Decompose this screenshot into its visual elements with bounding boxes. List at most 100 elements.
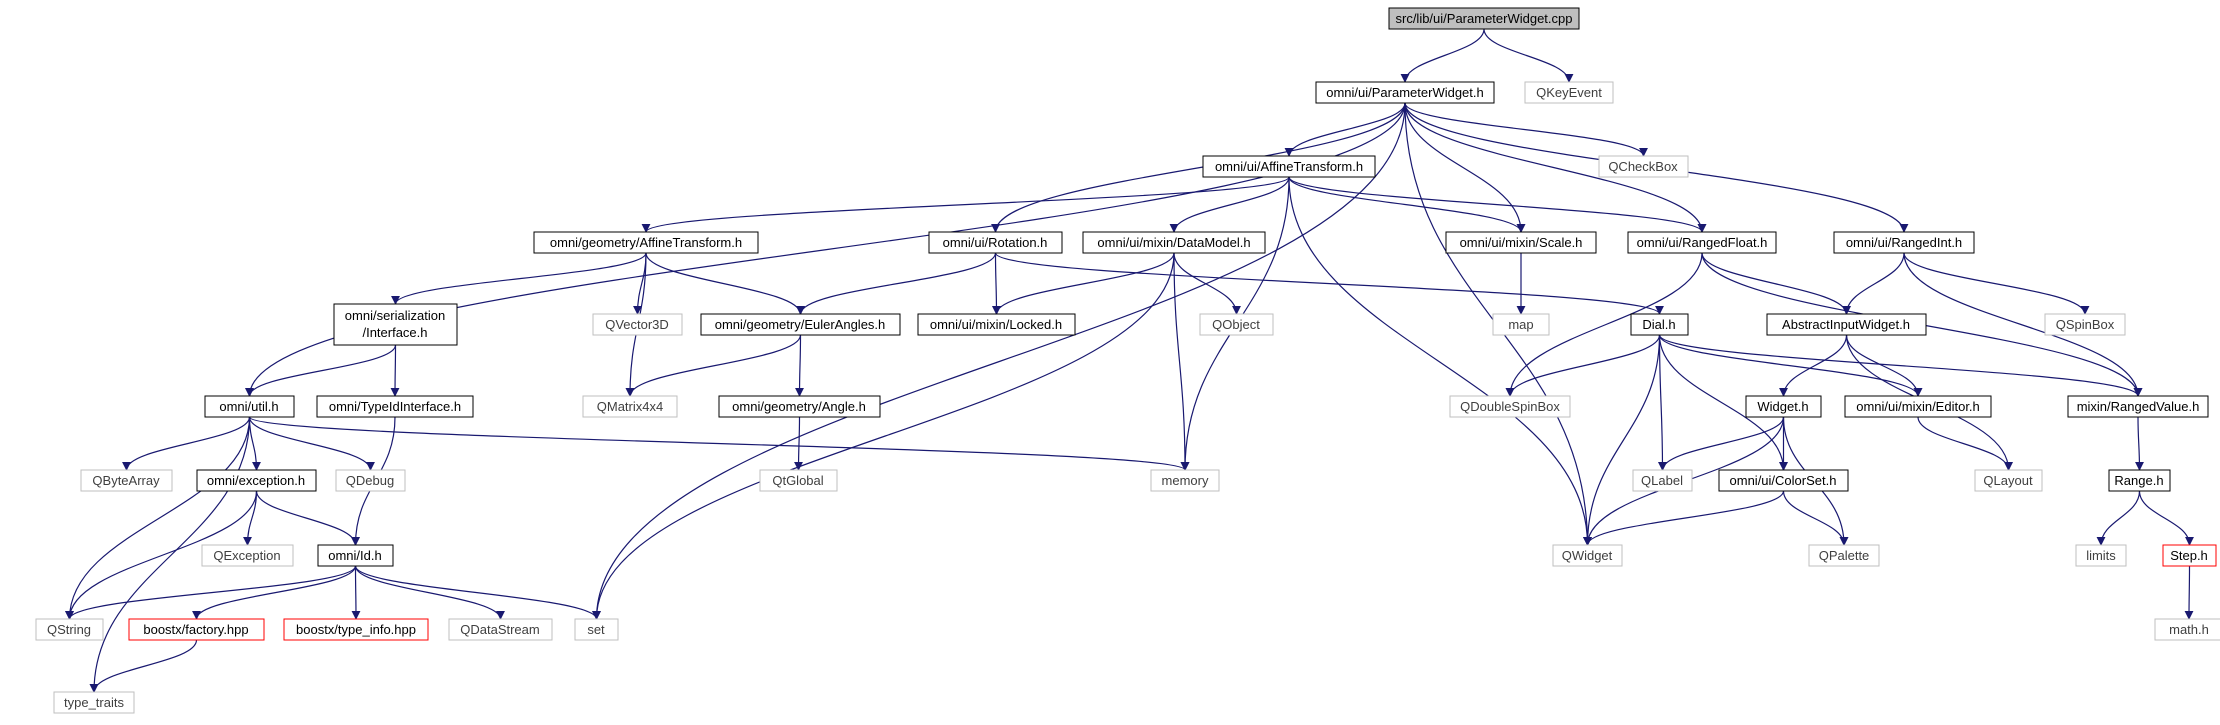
- svg-text:AbstractInputWidget.h: AbstractInputWidget.h: [1782, 317, 1910, 332]
- node-widget-h[interactable]: Widget.h: [1745, 395, 1822, 418]
- edge-at-to-rf: [1288, 176, 1707, 233]
- node-memory[interactable]: memory: [1150, 469, 1220, 492]
- node-editor-h[interactable]: omni/ui/mixin/Editor.h: [1844, 395, 1992, 418]
- svg-text:omni/Id.h: omni/Id.h: [328, 548, 381, 563]
- node-step-h[interactable]: Step.h: [2162, 544, 2217, 567]
- edge-dm-to-set: [592, 252, 1175, 620]
- svg-text:QDebug: QDebug: [346, 473, 394, 488]
- node-qlayout[interactable]: QLayout: [1974, 469, 2043, 492]
- edge-id-to-factory: [192, 565, 357, 620]
- node-type-id-interface-h[interactable]: omni/TypeIdInterface.h: [316, 395, 474, 418]
- node-ranged-value-h[interactable]: mixin/RangedValue.h: [2067, 395, 2209, 418]
- node-type-traits[interactable]: type_traits: [53, 691, 135, 714]
- node-qbytearray[interactable]: QByteArray: [80, 469, 173, 492]
- edge-id-to-set: [354, 565, 601, 620]
- node-geometry-affine-transform-h[interactable]: omni/geometry/AffineTransform.h: [533, 231, 759, 254]
- edge-dm-to-memory: [1173, 252, 1190, 471]
- node-qpalette[interactable]: QPalette: [1808, 544, 1880, 567]
- node-qmatrix4x4[interactable]: QMatrix4x4: [582, 395, 678, 418]
- node-boostx-type-info-hpp[interactable]: boostx/type_info.hpp: [283, 618, 429, 641]
- edge-util-to-memory: [248, 416, 1190, 471]
- edge-util-to-qstring: [65, 416, 251, 620]
- node-map[interactable]: map: [1492, 313, 1550, 336]
- edge-factory-to-typetraits: [89, 639, 198, 693]
- node-boostx-factory-hpp[interactable]: boostx/factory.hpp: [128, 618, 265, 641]
- edge-at-to-qwidget: [1288, 176, 1592, 546]
- edge-pw-to-at: [1284, 102, 1406, 157]
- node-qstring[interactable]: QString: [35, 618, 104, 641]
- node-exception-h[interactable]: omni/exception.h: [196, 469, 317, 492]
- edge-dial-to-qdsb: [1505, 334, 1661, 397]
- edge-colorset-to-qpalette: [1782, 490, 1849, 546]
- node-angle-h[interactable]: omni/geometry/Angle.h: [718, 395, 881, 418]
- node-math-h[interactable]: math.h: [2154, 618, 2220, 641]
- node-range-h[interactable]: Range.h: [2108, 469, 2171, 492]
- edge-id-to-typeinfo: [351, 565, 361, 620]
- svg-text:omni/util.h: omni/util.h: [219, 399, 278, 414]
- node-abstract-input-widget-h[interactable]: AbstractInputWidget.h: [1766, 313, 1927, 336]
- node-parameter-widget-h[interactable]: omni/ui/ParameterWidget.h: [1315, 81, 1495, 104]
- node-locked-h[interactable]: omni/ui/mixin/Locked.h: [917, 313, 1076, 336]
- svg-text:Range.h: Range.h: [2114, 473, 2163, 488]
- edge-pw-to-rf: [1404, 102, 1707, 233]
- svg-text:map: map: [1508, 317, 1533, 332]
- node-ui-affine-transform-h[interactable]: omni/ui/AffineTransform.h: [1202, 155, 1376, 178]
- edge-rot-to-euler: [796, 252, 997, 315]
- edge-euler-to-qmatrix: [625, 334, 802, 397]
- node-rotation-h[interactable]: omni/ui/Rotation.h: [928, 231, 1063, 254]
- node-ranged-float-h[interactable]: omni/ui/RangedFloat.h: [1627, 231, 1777, 254]
- node-limits[interactable]: limits: [2075, 544, 2127, 567]
- node-dial-h[interactable]: Dial.h: [1630, 313, 1689, 336]
- node-qlabel[interactable]: QLabel: [1632, 469, 1693, 492]
- node-qkeyevent[interactable]: QKeyEvent: [1524, 81, 1614, 104]
- node-scale-h[interactable]: omni/ui/mixin/Scale.h: [1445, 231, 1597, 254]
- node-id-h[interactable]: omni/Id.h: [317, 544, 394, 567]
- svg-text:QString: QString: [47, 622, 91, 637]
- node-qvector3d[interactable]: QVector3D: [592, 313, 683, 336]
- node-color-set-h[interactable]: omni/ui/ColorSet.h: [1718, 469, 1849, 492]
- node-root[interactable]: src/lib/ui/ParameterWidget.cpp: [1388, 7, 1580, 30]
- edge-rot-to-dial: [994, 252, 1664, 315]
- edge-pw-to-scale: [1404, 102, 1526, 233]
- node-qdoublespinbox[interactable]: QDoubleSpinBox: [1449, 395, 1571, 418]
- node-set[interactable]: set: [574, 618, 619, 641]
- edge-step-to-math: [2184, 565, 2194, 620]
- svg-text:src/lib/ui/ParameterWidget.cpp: src/lib/ui/ParameterWidget.cpp: [1395, 11, 1572, 26]
- edge-root-to-pw: [1400, 28, 1485, 83]
- svg-text:Dial.h: Dial.h: [1642, 317, 1675, 332]
- node-euler-angles-h[interactable]: omni/geometry/EulerAngles.h: [700, 313, 901, 336]
- edge-range-to-limits: [2096, 490, 2141, 546]
- svg-text:omni/ui/mixin/DataModel.h: omni/ui/mixin/DataModel.h: [1097, 235, 1250, 250]
- edge-dial-to-colorset: [1658, 334, 1788, 471]
- svg-text:type_traits: type_traits: [64, 695, 124, 710]
- svg-text:omni/ui/Rotation.h: omni/ui/Rotation.h: [943, 235, 1048, 250]
- node-qexception[interactable]: QException: [201, 544, 294, 567]
- svg-text:Step.h: Step.h: [2170, 548, 2208, 563]
- node-serialization-interface-h[interactable]: omni/serialization /Interface.h: [333, 303, 458, 346]
- node-qdebug[interactable]: QDebug: [335, 469, 406, 492]
- node-data-model-h[interactable]: omni/ui/mixin/DataModel.h: [1082, 231, 1266, 254]
- edge-dial-to-qwidget: [1583, 334, 1661, 546]
- node-ranged-int-h[interactable]: omni/ui/RangedInt.h: [1833, 231, 1975, 254]
- edge-dial-to-qlabel: [1657, 334, 1667, 471]
- node-qwidget[interactable]: QWidget: [1552, 544, 1623, 567]
- node-qtglobal[interactable]: QtGlobal: [759, 469, 838, 492]
- edge-ser-to-tid: [390, 344, 400, 397]
- svg-text:omni/ui/ColorSet.h: omni/ui/ColorSet.h: [1730, 473, 1837, 488]
- svg-text:QSpinBox: QSpinBox: [2056, 317, 2115, 332]
- node-util-h[interactable]: omni/util.h: [204, 395, 295, 418]
- dependency-nodes: src/lib/ui/ParameterWidget.cpp omni/ui/P…: [35, 7, 2220, 714]
- edge-angle-to-qtglobal: [794, 416, 804, 471]
- svg-text:omni/geometry/Angle.h: omni/geometry/Angle.h: [732, 399, 866, 414]
- svg-text:omni/ui/ParameterWidget.h: omni/ui/ParameterWidget.h: [1326, 85, 1484, 100]
- node-qdatastream[interactable]: QDataStream: [448, 618, 553, 641]
- node-qcheckbox[interactable]: QCheckBox: [1598, 155, 1689, 178]
- svg-text:omni/ui/RangedInt.h: omni/ui/RangedInt.h: [1846, 235, 1962, 250]
- edge-pw-to-qcheckbox: [1404, 102, 1648, 157]
- edge-ser-to-util: [245, 344, 397, 397]
- node-qspinbox[interactable]: QSpinBox: [2044, 313, 2126, 336]
- node-qobject[interactable]: QObject: [1199, 313, 1274, 336]
- edge-ri-to-qspinbox: [1903, 252, 2090, 315]
- svg-text:memory: memory: [1162, 473, 1209, 488]
